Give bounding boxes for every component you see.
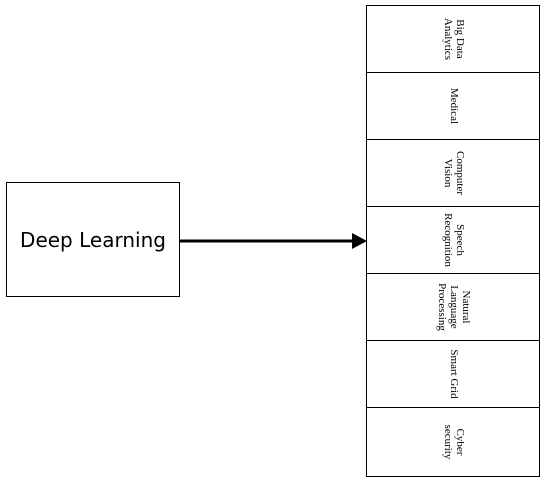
application-label-medical: Medical bbox=[448, 87, 460, 125]
deep-learning-label: Deep Learning bbox=[20, 227, 166, 252]
application-label-smart-grid: Smart Grid bbox=[448, 349, 460, 399]
application-label-cyber-security: Cyber security bbox=[442, 424, 466, 460]
arrow-head bbox=[352, 233, 367, 249]
application-cell-computer-vision: Computer Vision bbox=[367, 140, 539, 207]
applications-stack: Big Data Analytics Medical Computer Visi… bbox=[366, 5, 540, 477]
application-cell-cyber-security: Cyber security bbox=[367, 408, 539, 476]
deep-learning-box: Deep Learning bbox=[6, 182, 180, 297]
application-label-speech-recognition: Speech Recognition bbox=[442, 213, 466, 267]
application-cell-medical: Medical bbox=[367, 73, 539, 140]
application-cell-big-data-analytics: Big Data Analytics bbox=[367, 6, 539, 73]
application-cell-natural-language-processing: Natural Language Processing bbox=[367, 274, 539, 341]
application-label-natural-language-processing: Natural Language Processing bbox=[436, 283, 472, 331]
application-label-big-data-analytics: Big Data Analytics bbox=[442, 17, 466, 61]
application-cell-smart-grid: Smart Grid bbox=[367, 341, 539, 408]
application-cell-speech-recognition: Speech Recognition bbox=[367, 207, 539, 274]
application-label-computer-vision: Computer Vision bbox=[442, 151, 466, 195]
